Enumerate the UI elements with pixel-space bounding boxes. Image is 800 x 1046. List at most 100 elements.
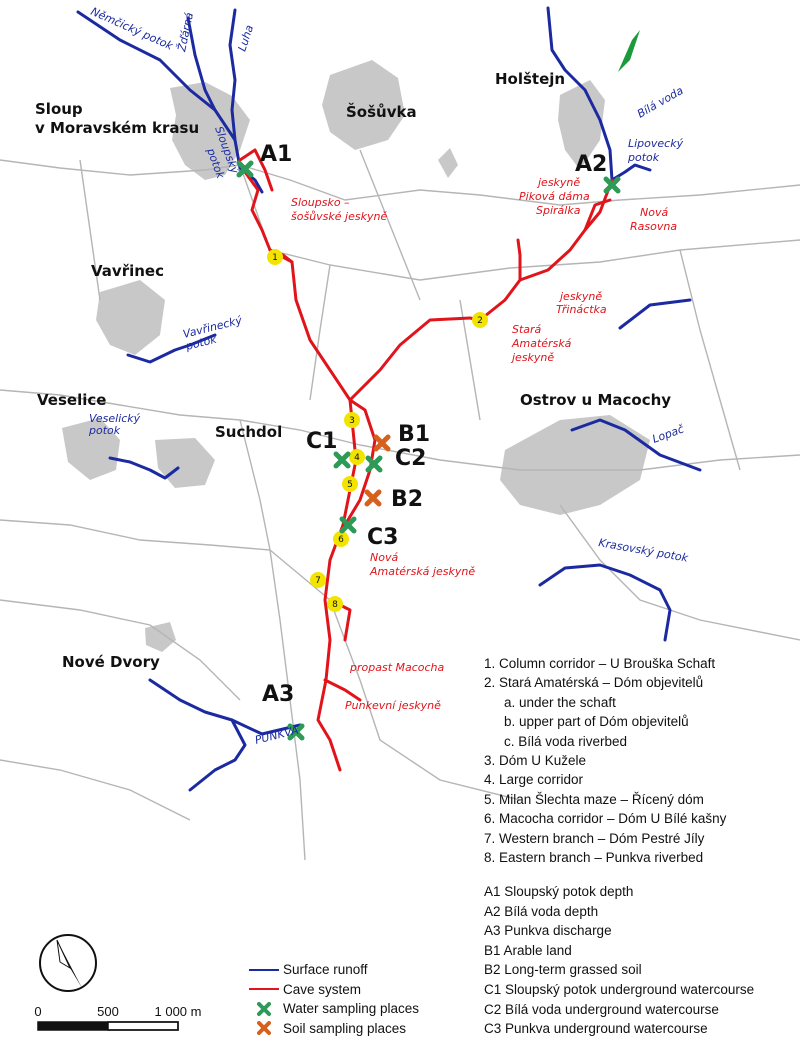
- cave-stara: Stará: [512, 323, 542, 336]
- site-label-a3: A3: [262, 682, 294, 707]
- water-sampling-cross-icon: [245, 1001, 283, 1016]
- site-description-list: A1 Sloupský potok depth A2 Bílá voda dep…: [484, 882, 754, 1039]
- point-1: 1: [267, 249, 283, 265]
- cave-nova-2: Amatérská jeskyně: [369, 565, 475, 578]
- stream-veselicky-2: potok: [88, 424, 121, 437]
- scale-mid: 500: [97, 1004, 119, 1019]
- site-label-c1: C1: [306, 429, 337, 454]
- location-item: 3. Dóm U Kužele: [484, 753, 587, 769]
- cave-system-line-icon: [245, 988, 283, 991]
- location-item: 4. Large corridor: [484, 772, 584, 788]
- location-subitem: c. Bílá voda riverbed: [504, 733, 628, 749]
- town-sloup: Sloup: [35, 100, 83, 118]
- site-description: C3 Punkva underground watercourse: [484, 1021, 708, 1037]
- town-ostrov: Ostrov u Macochy: [520, 391, 671, 409]
- cave-rasovna-2: Rasovna: [630, 220, 677, 233]
- town-labels: Sloup v Moravském krasu Šošůvka Holštejn…: [35, 70, 671, 671]
- soil-marker-b2: [364, 489, 382, 507]
- town-sloup-2: v Moravském krasu: [35, 119, 199, 137]
- soil-marker-b1: [373, 434, 391, 452]
- town-veselice: Veselice: [37, 391, 106, 409]
- cave-macocha: propast Macocha: [349, 661, 445, 674]
- stream-veselicky: Veselický: [89, 412, 141, 425]
- town-holstejn: Holštejn: [495, 70, 565, 88]
- cave-labels: Sloupsko – šošůvské jeskyně jeskyně Piko…: [291, 176, 677, 712]
- svg-text:2: 2: [477, 316, 483, 326]
- water-marker-c3: [339, 516, 357, 534]
- cave-nova: Nová: [370, 551, 398, 564]
- site-description: C1 Sloupský potok underground watercours…: [484, 981, 755, 997]
- scale-end: 1 000 m: [155, 1004, 202, 1019]
- svg-text:1: 1: [272, 253, 278, 263]
- site-description: B1 Arable land: [484, 942, 572, 958]
- soil-sampling-markers: [364, 434, 391, 507]
- svg-text:6: 6: [338, 535, 344, 545]
- point-3: 3: [344, 412, 360, 428]
- site-label-b1: B1: [398, 422, 430, 447]
- town-vavrinec: Vavřinec: [91, 262, 164, 280]
- cave-punkevni: Punkevní jeskyně: [345, 699, 441, 712]
- point-5: 5: [342, 476, 358, 492]
- cave-stara-3: jeskyně: [510, 351, 554, 364]
- site-label-b2: B2: [391, 487, 423, 512]
- legend-soil-sampling: Soil sampling places: [245, 1019, 419, 1039]
- point-6: 6: [333, 531, 349, 547]
- forest-strip: [618, 30, 640, 72]
- site-label-c3: C3: [367, 525, 398, 550]
- site-labels: A1 A2 A3 B1 B2 C1 C2 C3: [260, 142, 607, 707]
- map-legend: Surface runoff Cave system Water samplin…: [245, 960, 419, 1038]
- location-item: 1. Column corridor – U Brouška Schaft: [484, 656, 716, 671]
- cave-stara-2: Amatérská: [511, 337, 572, 350]
- roads: [0, 149, 800, 861]
- site-label-a1: A1: [260, 142, 292, 167]
- water-marker-a3: [287, 723, 305, 741]
- cave-pikova: jeskyně: [536, 176, 580, 189]
- location-item: 7. Western branch – Dóm Pestré Jíly: [484, 830, 705, 846]
- site-description: A3 Punkva discharge: [484, 923, 612, 939]
- north-arrow: [39, 934, 97, 992]
- location-subitem: a. under the schaft: [504, 694, 616, 710]
- legend-water-sampling: Water sampling places: [245, 999, 419, 1019]
- cave-pikova-2: Piková dáma: [519, 190, 590, 203]
- scale-bar: 0 500 1 000 m: [34, 1004, 202, 1031]
- legend-surface-runoff: Surface runoff: [245, 960, 419, 980]
- svg-text:8: 8: [332, 600, 338, 610]
- site-label-a2: A2: [575, 152, 607, 177]
- site-description: A2 Bílá voda depth: [484, 903, 599, 919]
- soil-sampling-cross-icon: [245, 1021, 283, 1036]
- town-sosuvka: Šošůvka: [346, 102, 417, 121]
- legend-cave-system: Cave system: [245, 980, 419, 1000]
- point-7: 7: [310, 572, 326, 588]
- location-item: 2. Stará Amatérská – Dóm objevitelů: [484, 675, 704, 691]
- location-item: 6. Macocha corridor – Dóm U Bílé kašny: [484, 811, 727, 827]
- cave-sloupsko: Sloupsko –: [291, 196, 350, 209]
- water-marker-c1: [333, 451, 351, 469]
- stream-lipovecky-2: potok: [627, 151, 660, 164]
- town-suchdol: Suchdol: [215, 423, 282, 441]
- water-sampling-markers: [236, 160, 621, 741]
- water-marker-a1: [236, 160, 254, 178]
- cave-trinactka: jeskyně: [558, 290, 602, 303]
- town-nove-dvory: Nové Dvory: [62, 653, 160, 671]
- measurement-points: 1 2 3 4 5 6 7 8: [267, 249, 488, 612]
- svg-text:7: 7: [315, 576, 321, 586]
- location-item: 8. Eastern branch – Punkva riverbed: [484, 850, 704, 866]
- location-item: 5. Milan Šlechta maze – Řícený dóm: [484, 791, 704, 807]
- cave-pikova-3: Spirálka: [536, 204, 581, 217]
- cave-rasovna: Nová: [640, 206, 668, 219]
- water-marker-c2: [365, 455, 383, 473]
- site-description: C2 Bílá voda underground watercourse: [484, 1001, 719, 1017]
- cave-sloupsko-2: šošůvské jeskyně: [291, 210, 387, 223]
- svg-text:5: 5: [347, 480, 353, 490]
- location-subitem: b. upper part of Dóm objevitelů: [504, 714, 689, 730]
- surface-streams: [76, 6, 702, 792]
- scale-zero: 0: [34, 1004, 41, 1019]
- site-label-c2: C2: [395, 446, 426, 471]
- stream-lipovecky: Lipovecký: [628, 137, 684, 150]
- point-2: 2: [472, 312, 488, 328]
- surface-runoff-line-icon: [245, 968, 283, 971]
- svg-text:3: 3: [349, 416, 355, 426]
- point-8: 8: [327, 596, 343, 612]
- site-description: B2 Long-term grassed soil: [484, 962, 642, 978]
